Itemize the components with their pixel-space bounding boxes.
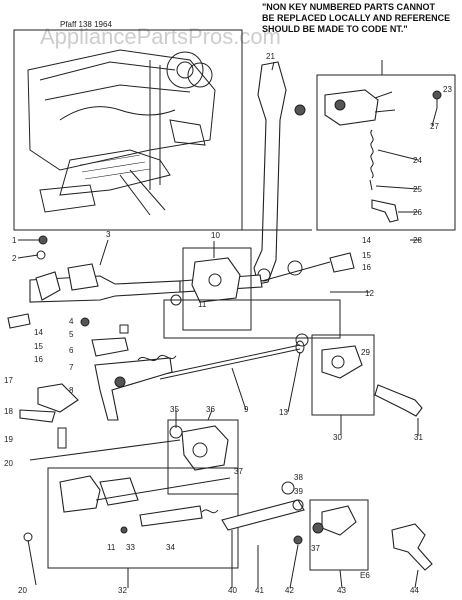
box-10-assembly — [163, 247, 341, 339]
label-42: 42 — [285, 586, 294, 595]
note-line-2: BE REPLACED LOCALLY AND REFERENCE — [262, 13, 450, 23]
label-5: 5 — [69, 330, 74, 339]
box-43-assembly — [309, 499, 433, 571]
label-37-lower: 37 — [311, 544, 320, 553]
label-44: 44 — [410, 586, 419, 595]
label-33: 33 — [126, 543, 135, 552]
label-12: 12 — [365, 289, 374, 298]
label-32: 32 — [118, 586, 127, 595]
label-3: 3 — [106, 230, 111, 239]
label-11-upper: 11 — [198, 300, 207, 309]
label-16-right: 16 — [362, 263, 371, 272]
lever-21 — [253, 61, 306, 285]
label-16-left: 16 — [34, 355, 43, 364]
label-23: 23 — [443, 85, 452, 94]
label-14-right: 14 — [362, 236, 371, 245]
label-1: 1 — [12, 236, 17, 245]
label-18: 18 — [4, 407, 13, 416]
part-labels: 1 2 3 4 5 6 7 8 9 10 11 11 12 13 14 14 1… — [4, 52, 452, 595]
label-10: 10 — [211, 231, 220, 240]
label-17: 17 — [4, 376, 13, 385]
box-30-assembly — [311, 334, 423, 417]
label-11-lower: 11 — [107, 543, 116, 552]
label-15-right: 15 — [362, 251, 371, 260]
label-43: 43 — [337, 586, 346, 595]
label-21: 21 — [266, 52, 275, 61]
label-41: 41 — [255, 586, 264, 595]
label-40: 40 — [228, 586, 237, 595]
label-27: 27 — [430, 122, 439, 131]
label-15-left: 15 — [34, 342, 43, 351]
upper-right-assembly — [316, 60, 456, 231]
machine-inset: Pfaff 138 1964 — [13, 20, 243, 231]
label-29: 29 — [361, 348, 370, 357]
box-32-assembly — [47, 467, 239, 569]
note-line-1: "NON KEY NUMBERED PARTS CANNOT — [262, 2, 435, 12]
label-24: 24 — [413, 156, 422, 165]
label-35: 35 — [170, 405, 179, 414]
link-8 — [19, 354, 181, 461]
leader-lines — [17, 61, 438, 589]
corner-code: E6 — [360, 571, 370, 580]
label-37-upper: 37 — [234, 467, 243, 476]
label-34: 34 — [166, 543, 175, 552]
link-40 — [221, 481, 305, 545]
watermark: AppliancePartsPros.com — [40, 24, 281, 49]
label-7: 7 — [69, 363, 74, 372]
label-9: 9 — [244, 405, 249, 414]
label-20-upper: 20 — [4, 459, 13, 468]
label-2: 2 — [12, 254, 17, 263]
label-36: 36 — [206, 405, 215, 414]
shaft-assembly — [7, 229, 355, 329]
label-14-left: 14 — [34, 328, 43, 337]
label-19: 19 — [4, 435, 13, 444]
label-38: 38 — [294, 473, 303, 482]
label-6: 6 — [69, 346, 74, 355]
label-39: 39 — [294, 487, 303, 496]
label-30: 30 — [333, 433, 342, 442]
note-line-3: SHOULD BE MADE TO CODE NT." — [262, 24, 408, 34]
inset-code: Pfaff 138 1964 — [60, 20, 112, 29]
box-36-assembly — [167, 419, 239, 495]
label-25: 25 — [413, 185, 422, 194]
rod-9 — [159, 340, 305, 380]
label-4: 4 — [69, 317, 74, 326]
label-20-lower: 20 — [18, 586, 27, 595]
small-parts-left — [23, 235, 309, 542]
label-8: 8 — [69, 386, 74, 395]
label-13: 13 — [279, 408, 288, 417]
label-31: 31 — [414, 433, 423, 442]
